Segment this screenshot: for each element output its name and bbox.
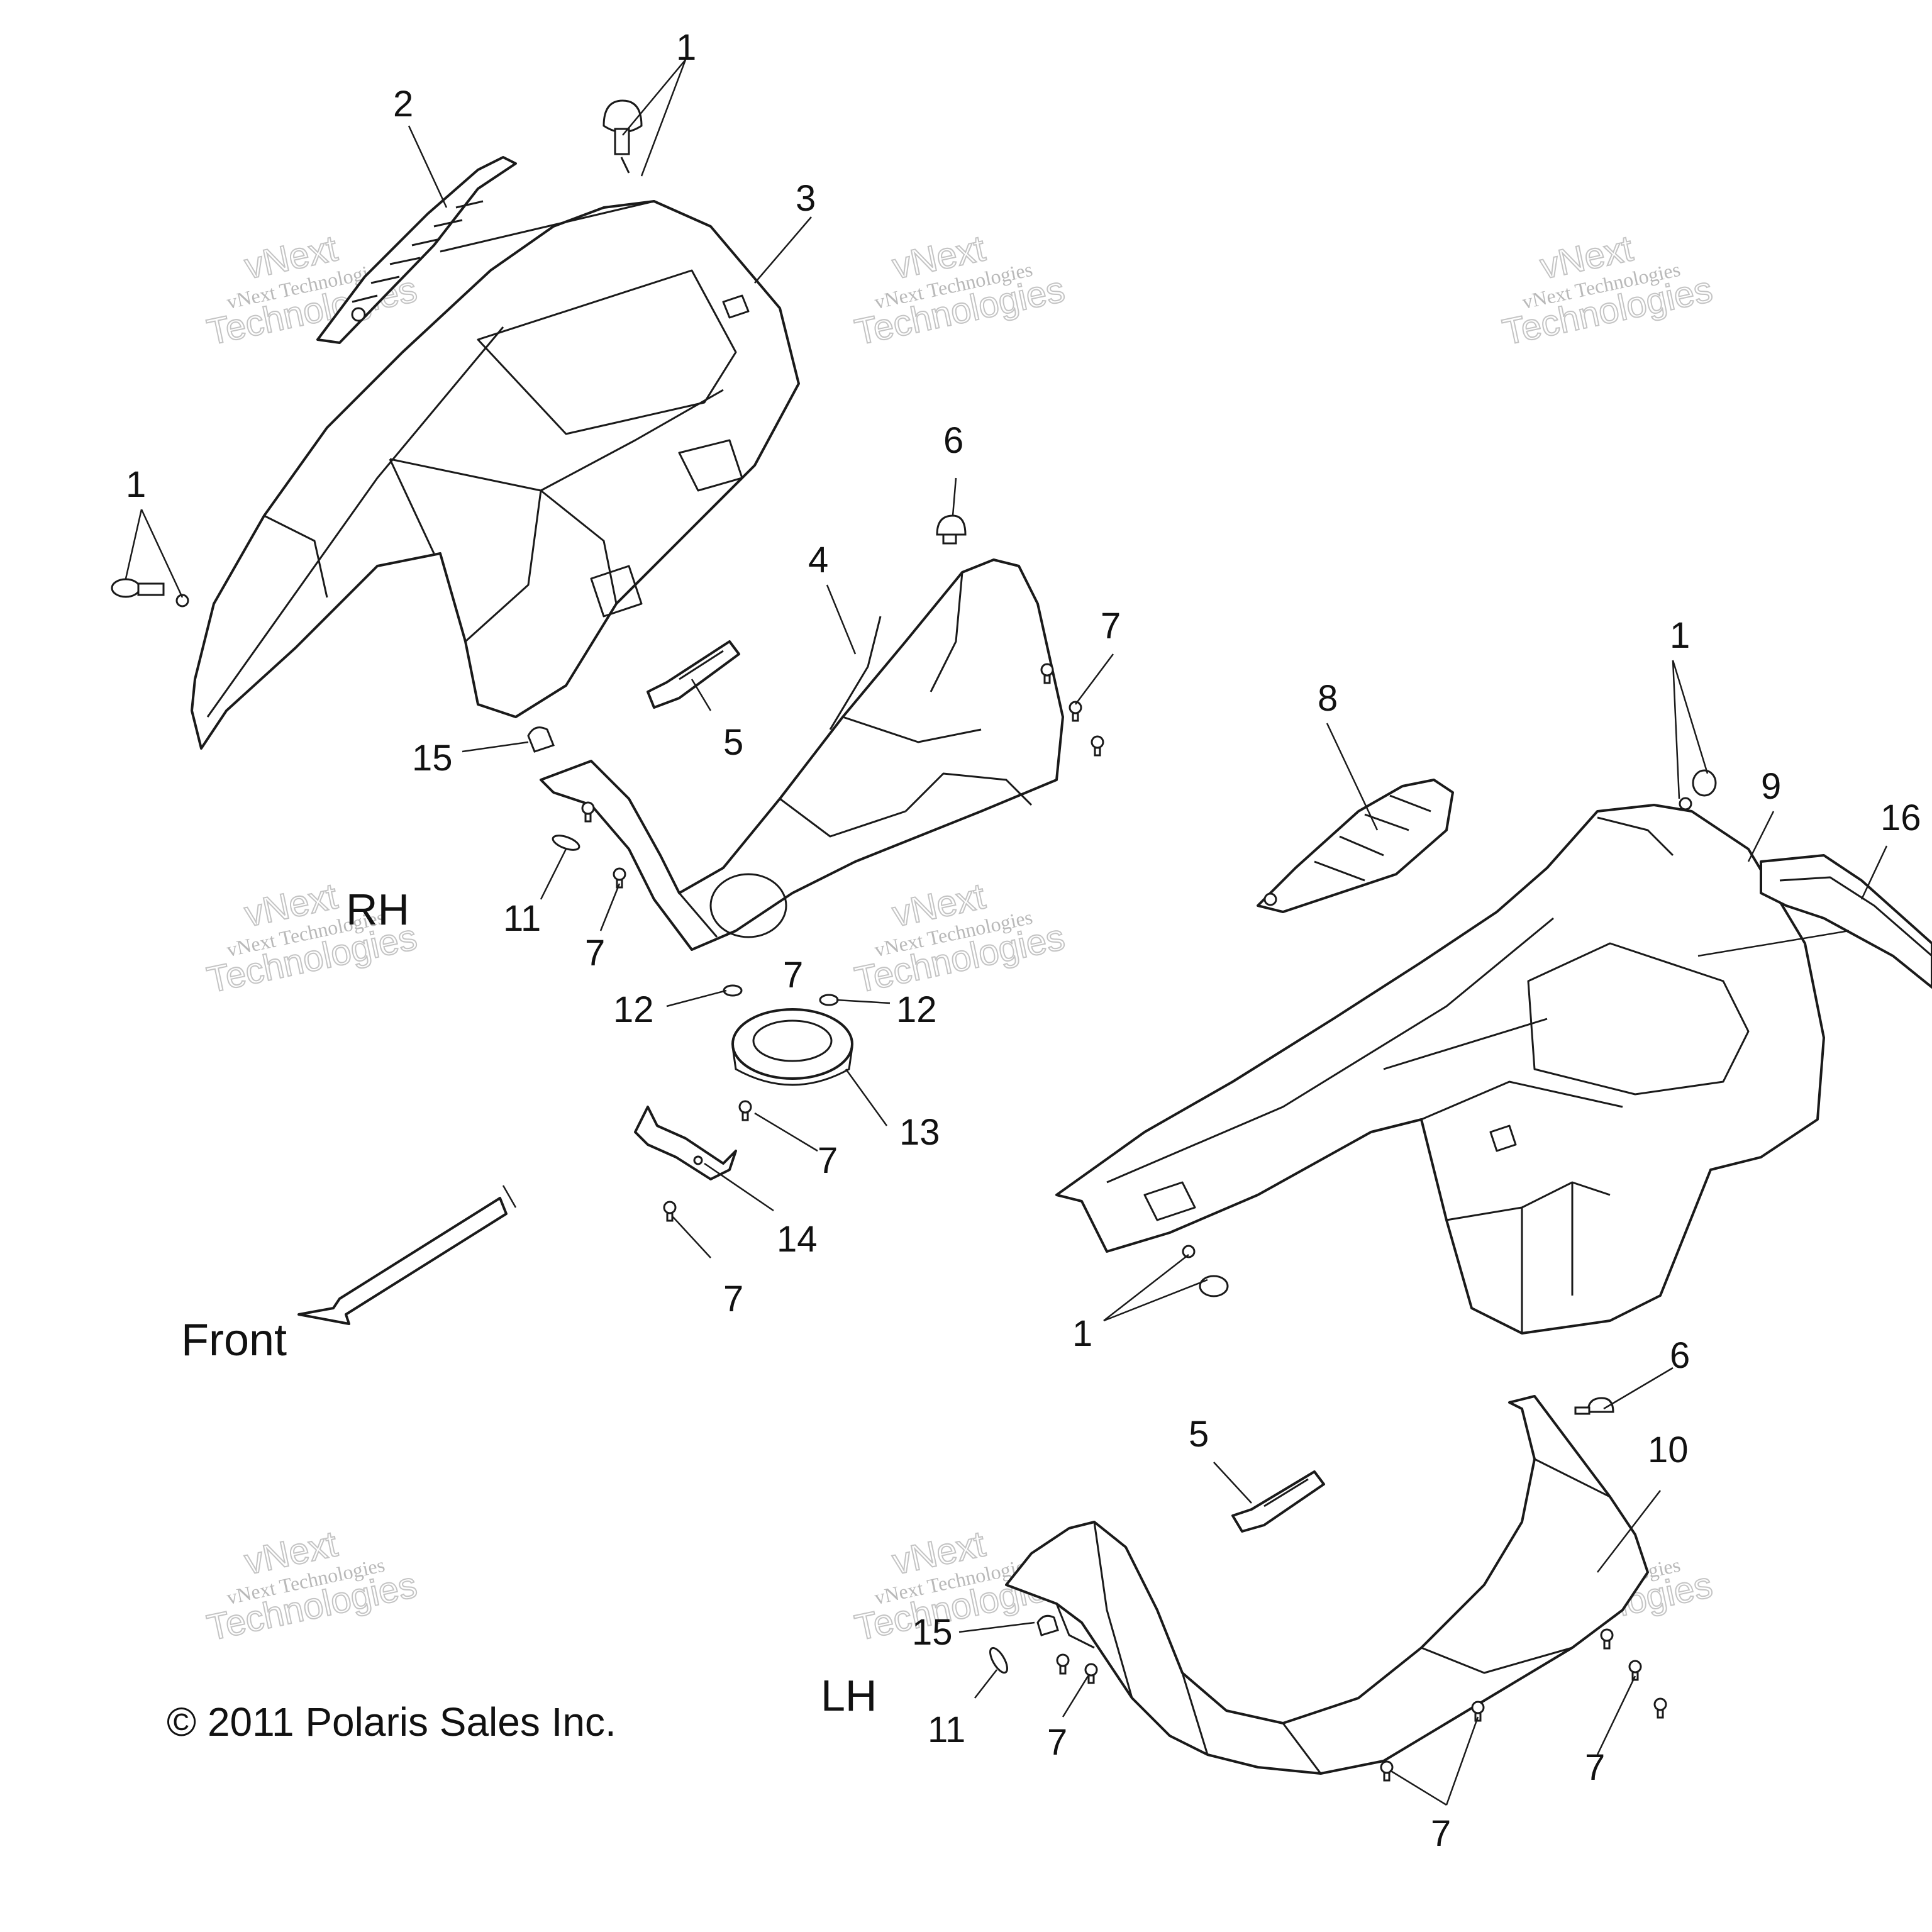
callout-number: 10 bbox=[1648, 1430, 1689, 1470]
hood-panel-rh bbox=[191, 200, 800, 750]
vent-grille-lh bbox=[1257, 779, 1454, 913]
watermark: vNext vNext Technologies Technologies bbox=[1499, 227, 1717, 353]
callout-number: 6 bbox=[1670, 1335, 1690, 1376]
callout-number: 12 bbox=[896, 989, 937, 1030]
callout-labels: 1 1 1 1 2 3 4 5 5 6 6 7 7 7 7 7 7 7 7 8 … bbox=[126, 27, 1921, 1854]
callout-number: 2 bbox=[393, 84, 413, 125]
vent-grille-rh bbox=[316, 156, 517, 344]
callout-number: 7 bbox=[818, 1140, 838, 1181]
callout-number: 7 bbox=[585, 933, 605, 974]
screw bbox=[1056, 1653, 1070, 1675]
callout-number: 13 bbox=[899, 1112, 940, 1153]
callout-number: 15 bbox=[912, 1612, 953, 1653]
fastener bbox=[527, 726, 555, 753]
washer bbox=[819, 994, 839, 1006]
callout-number: 1 bbox=[126, 464, 146, 505]
copyright-notice: © 2011 Polaris Sales Inc. bbox=[167, 1699, 616, 1745]
front-direction-arrow bbox=[297, 1185, 517, 1325]
push-rivet bbox=[1182, 1245, 1229, 1297]
callout-number: 11 bbox=[928, 1709, 965, 1750]
push-rivet bbox=[602, 99, 643, 174]
callout-number: 7 bbox=[1431, 1813, 1451, 1854]
handle-clip bbox=[1231, 1470, 1325, 1533]
callout-number: 15 bbox=[412, 738, 453, 779]
screw bbox=[1091, 735, 1104, 757]
screw bbox=[1069, 701, 1082, 722]
retainer bbox=[552, 835, 580, 851]
lh-label: LH bbox=[821, 1671, 877, 1720]
callout-number: 9 bbox=[1761, 766, 1781, 807]
callout-number: 16 bbox=[1880, 797, 1921, 838]
callout-number: 7 bbox=[783, 955, 803, 996]
watermark: vNext vNext Technologies Technologies bbox=[851, 875, 1069, 1001]
callout-number: 4 bbox=[808, 540, 828, 580]
screw bbox=[1380, 1760, 1394, 1782]
screw bbox=[1084, 1663, 1098, 1684]
callout-number: 7 bbox=[1101, 606, 1121, 647]
screw bbox=[581, 801, 595, 823]
callout-number: 8 bbox=[1318, 678, 1338, 719]
callout-number: 7 bbox=[723, 1279, 743, 1319]
callout-number: 7 bbox=[1585, 1747, 1605, 1788]
callout-number: 11 bbox=[503, 898, 541, 939]
screw bbox=[663, 1201, 677, 1222]
callout-number: 1 bbox=[1670, 615, 1690, 656]
push-rivet bbox=[111, 578, 189, 608]
trim-strip bbox=[1760, 854, 1932, 989]
mounting-bracket bbox=[634, 1106, 737, 1180]
clip bbox=[936, 514, 967, 545]
lower-panel-lh bbox=[1005, 1395, 1649, 1775]
washer bbox=[723, 984, 743, 997]
callout-number: 12 bbox=[613, 989, 654, 1030]
callout-number: 1 bbox=[1072, 1313, 1092, 1354]
screw bbox=[1600, 1628, 1614, 1650]
fasteners bbox=[111, 99, 1717, 1782]
screw bbox=[738, 1100, 752, 1121]
callout-number: 5 bbox=[1189, 1414, 1209, 1455]
callout-number: 3 bbox=[796, 178, 816, 219]
push-rivet bbox=[1679, 769, 1717, 811]
watermark: vNext vNext Technologies Technologies bbox=[203, 1523, 421, 1649]
seal-ring bbox=[731, 1008, 853, 1086]
rh-label: RH bbox=[346, 885, 409, 934]
callout-number: 5 bbox=[723, 722, 743, 763]
callout-number: 7 bbox=[1047, 1722, 1067, 1763]
front-label: Front bbox=[181, 1315, 287, 1365]
handle-clip bbox=[647, 640, 740, 709]
lower-panel-rh bbox=[540, 558, 1064, 951]
screw bbox=[1653, 1697, 1667, 1719]
hood-panel-lh bbox=[1055, 804, 1825, 1335]
callout-number: 6 bbox=[943, 420, 963, 461]
watermark: vNext vNext Technologies Technologies bbox=[851, 227, 1069, 353]
callout-number: 14 bbox=[777, 1219, 818, 1260]
screw bbox=[1040, 663, 1054, 684]
clip bbox=[1574, 1397, 1614, 1415]
retainer bbox=[989, 1646, 1008, 1674]
callout-number: 1 bbox=[676, 27, 696, 68]
leader-lines bbox=[125, 59, 1888, 1806]
fastener bbox=[1036, 1614, 1059, 1636]
